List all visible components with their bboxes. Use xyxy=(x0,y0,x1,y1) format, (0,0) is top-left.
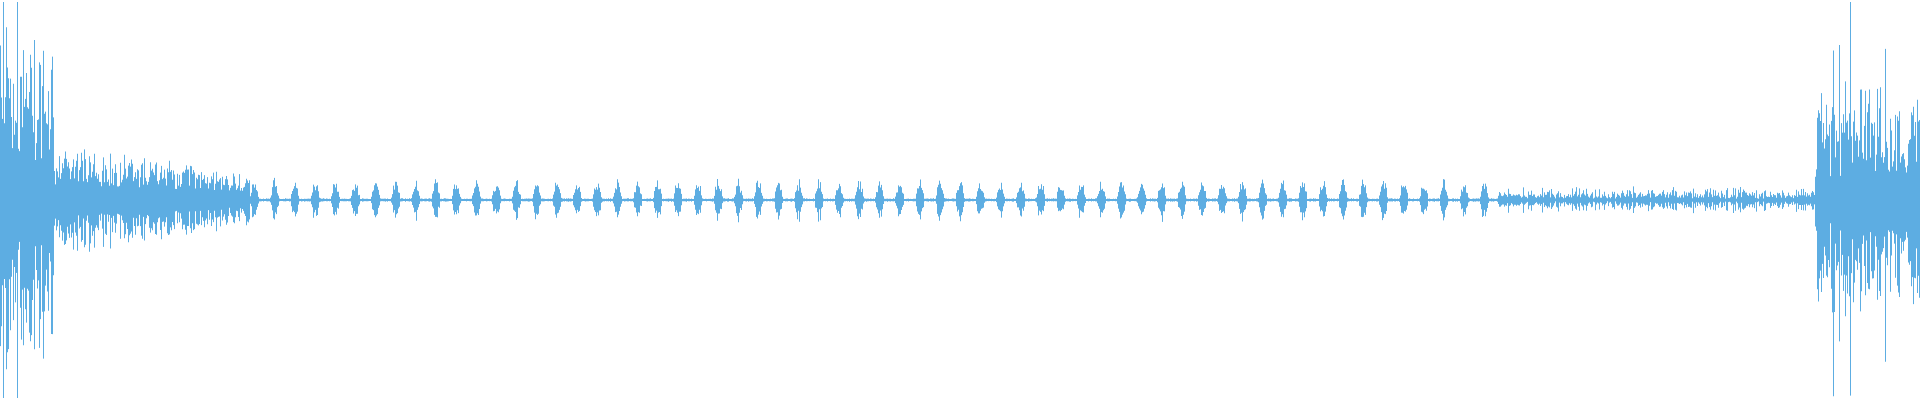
audio-waveform xyxy=(0,0,1920,400)
waveform-plot xyxy=(0,0,1920,400)
waveform-trace xyxy=(0,2,1920,398)
